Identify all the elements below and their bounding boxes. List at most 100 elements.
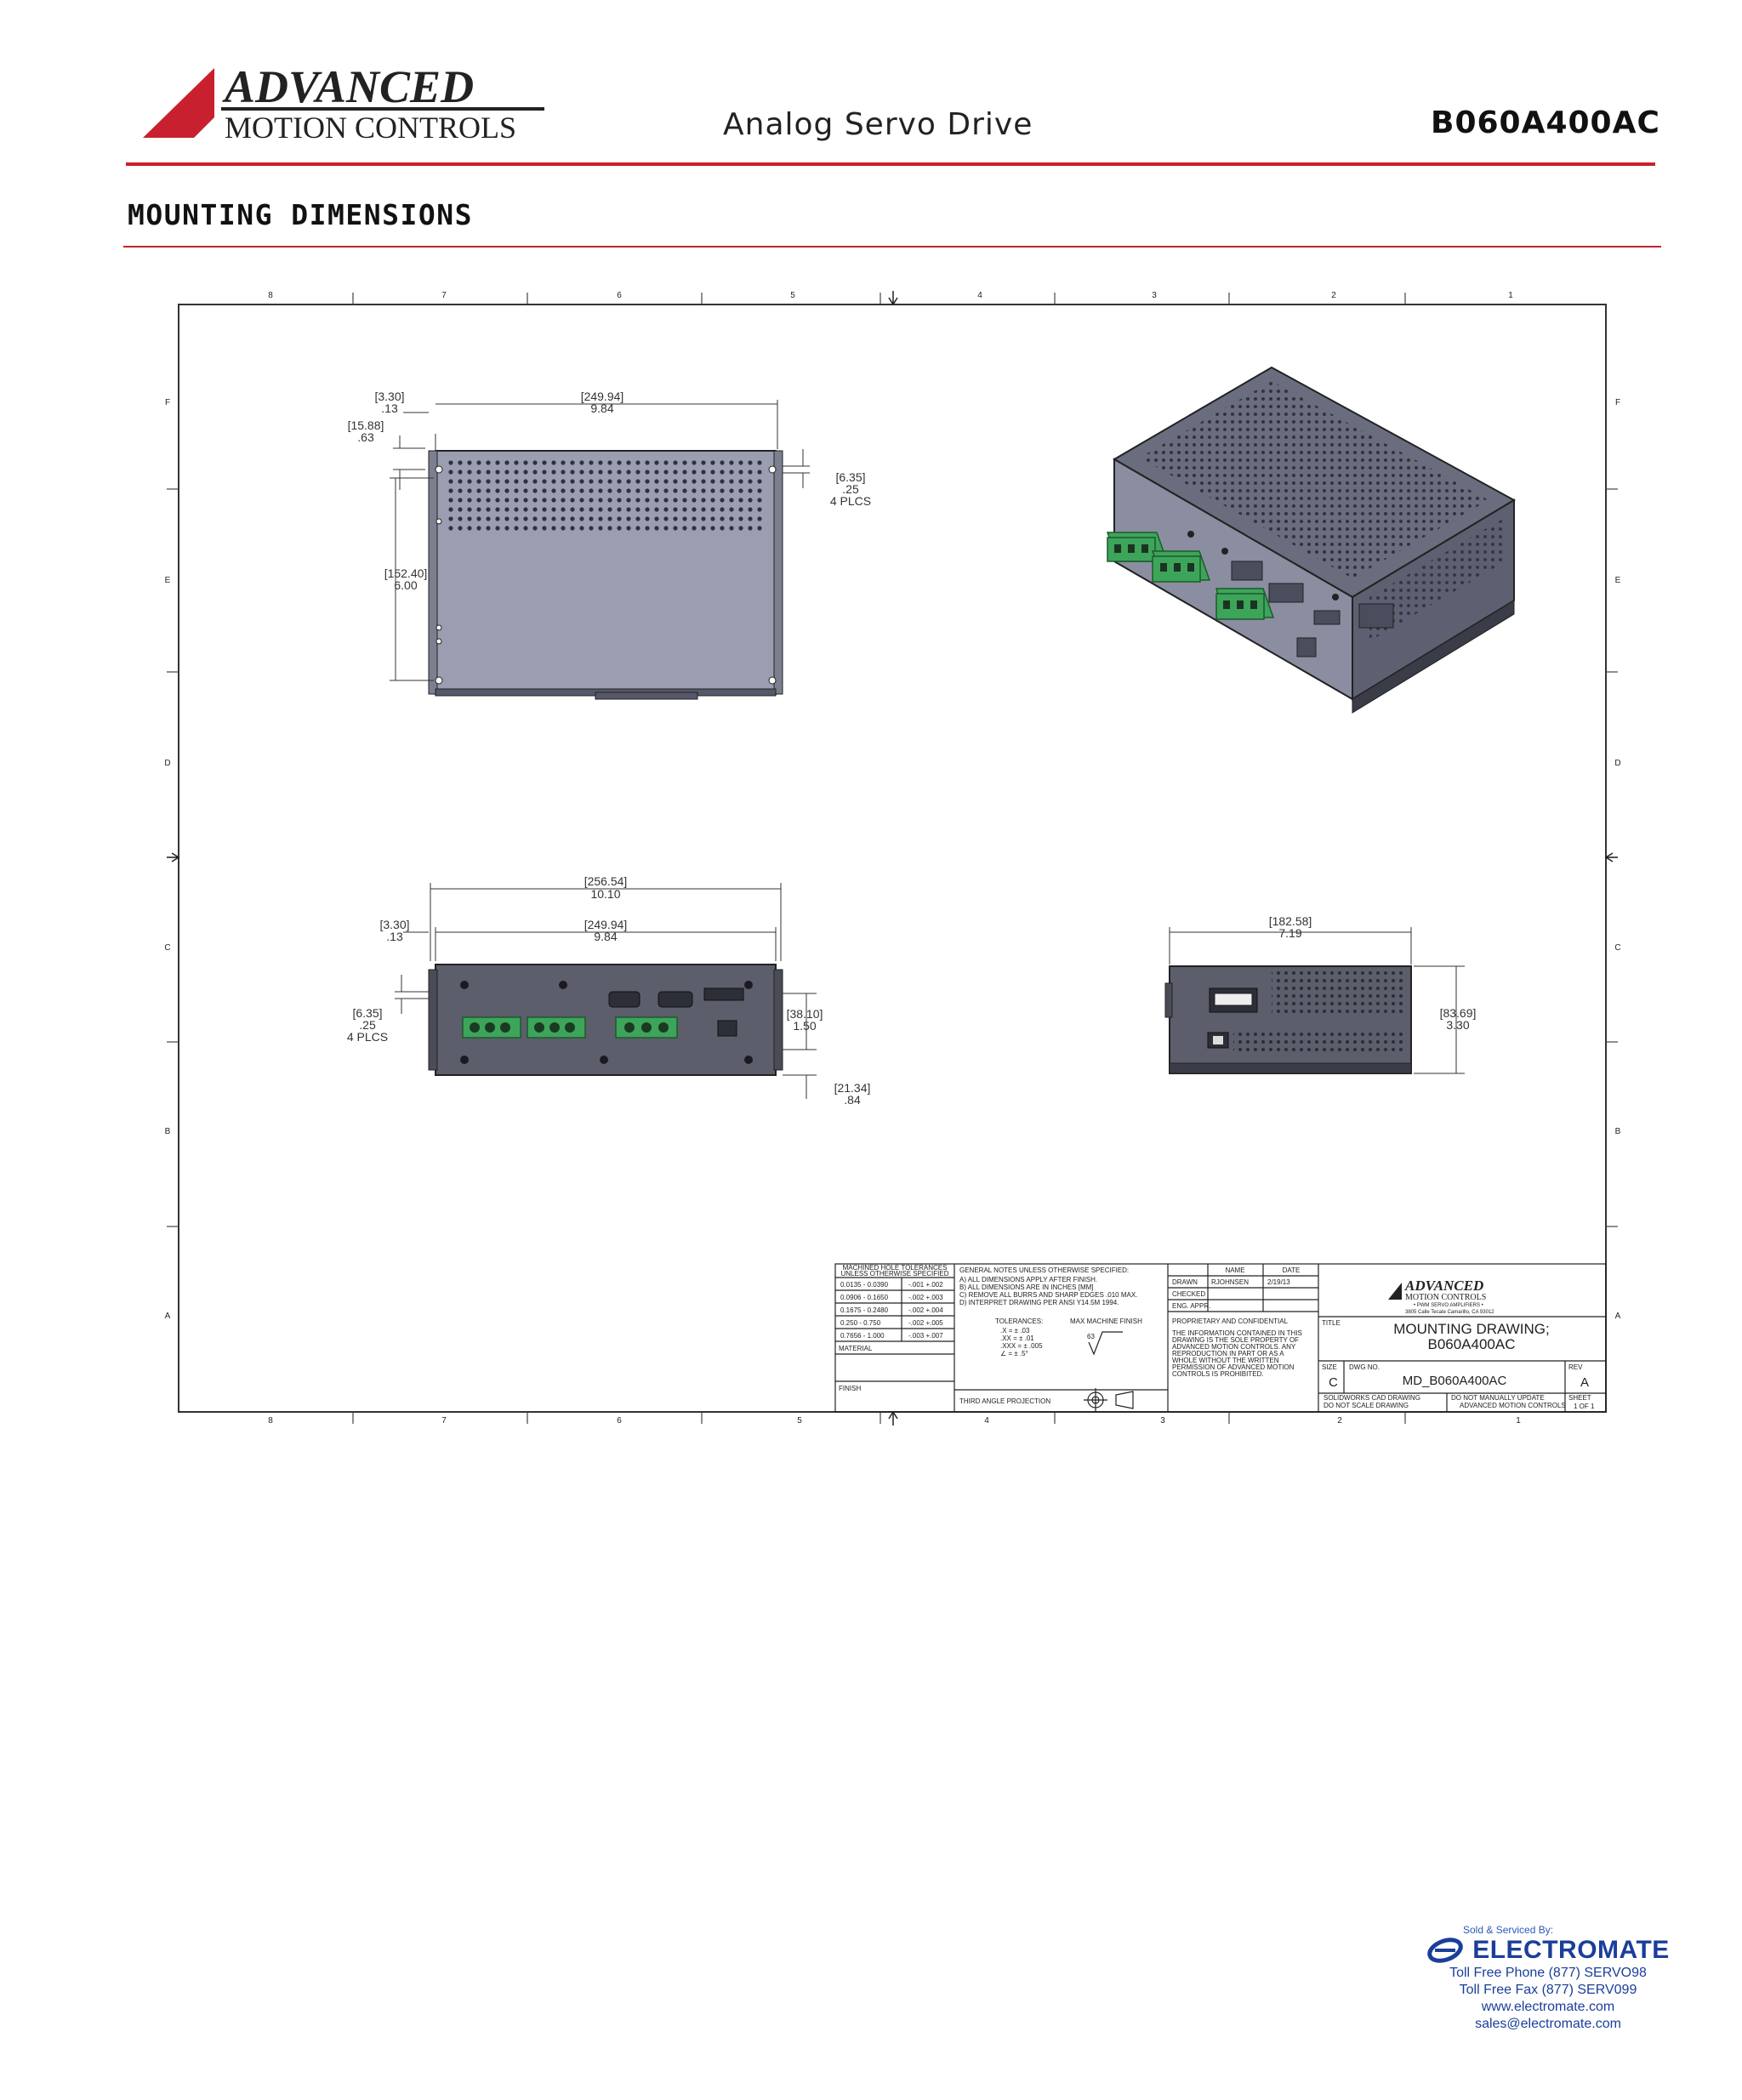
front-dim-1-mm: [256.54] [584,874,628,888]
rev-label: REV [1568,1363,1583,1371]
zone-top-3: 3 [1152,291,1157,300]
zone-right-B: B [1615,1127,1621,1136]
front-dim-5-mm: [38.10] [787,1007,823,1021]
mounting-drawing: 8 7 6 5 4 3 2 1 8 7 6 5 4 3 2 1 F E D C … [164,291,1621,1426]
phone-line: Toll Free Phone (877) SERVO98 [1449,1966,1647,1980]
zone-bottom-5: 5 [797,1416,802,1426]
prop-line-4: REPRODUCTION IN PART OR AS A [1172,1350,1284,1357]
zone-bottom-1: 1 [1516,1416,1521,1426]
name-column: NAME [1225,1266,1244,1274]
tol-row-5-value: -.003 +.007 [908,1332,943,1340]
tb-company-4: 3805 Calle Tecate Camarillo, CA 93012 [1405,1310,1494,1315]
zone-top-2: 2 [1331,291,1336,300]
zone-top-1: 1 [1508,291,1513,300]
document-subtitle: Analog Servo Drive [723,107,1033,142]
tol-xx: .XX = ± .01 [1000,1335,1034,1342]
tb-company-3: • PWM SERVO AMPLIFIERS • [1414,1303,1483,1308]
zone-right-A: A [1615,1312,1621,1321]
tol-xxx: .XXX = ± .005 [1000,1342,1043,1350]
title-label: TITLE [1322,1319,1341,1327]
zone-top-5: 5 [790,291,795,300]
front-dim-1-in: 10.10 [590,887,620,901]
max-finish-label: MAX MACHINE FINISH [1070,1317,1142,1325]
front-dim-4-in: .25 [359,1018,376,1032]
finish-label: FINISH [839,1385,861,1392]
manual-line-2: ADVANCED MOTION CONTROLS [1460,1402,1566,1409]
note-c: C) REMOVE ALL BURRS AND SHARP EDGES .010… [959,1291,1137,1299]
top-dim-2-in: 9.84 [590,401,613,415]
website-link[interactable]: www.electromate.com [1481,2000,1615,2014]
top-dim-4-mm: [6.35] [835,470,865,484]
zone-bottom-6: 6 [617,1416,622,1426]
front-dim-4-mm: [6.35] [352,1006,382,1020]
tol-row-2-range: 0.0906 - 0.1650 [840,1294,889,1301]
zone-right-D: D [1614,759,1620,768]
section-title: MOUNTING DIMENSIONS [128,198,473,231]
checked-label: CHECKED [1172,1290,1205,1298]
section-divider [123,246,1661,248]
tol-row-1-value: -.001 +.002 [908,1281,943,1289]
front-dim-3-in: 9.84 [594,930,617,943]
zone-top-6: 6 [617,291,622,300]
zone-left-D: D [164,759,170,768]
cad-line-2: DO NOT SCALE DRAWING [1324,1402,1409,1409]
top-view: [3.30] .13 [249.94] 9.84 [15.88] .63 [6.… [348,390,871,700]
company-logo: ADVANCED MOTION CONTROLS [143,61,544,145]
note-a: A) ALL DIMENSIONS APPLY AFTER FINISH. [959,1276,1097,1283]
prop-line-5: WHOLE WITHOUT THE WRITTEN [1172,1357,1279,1364]
zone-left-B: B [165,1127,171,1136]
tol-row-4-value: -.002 +.005 [908,1319,943,1327]
prop-line-2: DRAWING IS THE SOLE PROPERTY OF [1172,1336,1299,1344]
manual-line-1: DO NOT MANUALLY UPDATE [1451,1394,1545,1402]
top-dim-2-mm: [249.94] [581,390,624,403]
top-dim-1-in: .13 [381,401,398,415]
side-dim-1-mm: [182.58] [1269,914,1312,928]
zone-left-E: E [165,576,171,585]
prop-line-3: ADVANCED MOTION CONTROLS. ANY [1172,1343,1296,1351]
projection-label: THIRD ANGLE PROJECTION [959,1397,1050,1405]
material-label: MATERIAL [839,1345,873,1352]
brand-name: ELECTROMATE [1472,1936,1670,1964]
tb-size: C [1329,1375,1338,1390]
front-dim-2-in: .13 [386,930,403,943]
front-dim-6-mm: [21.34] [834,1081,871,1095]
note-b: B) ALL DIMENSIONS ARE IN INCHES [MM] [959,1283,1094,1291]
zone-bottom-7: 7 [441,1416,447,1426]
date-column: DATE [1283,1266,1301,1274]
tol-row-2-value: -.002 +.003 [908,1294,943,1301]
tb-rev: A [1580,1375,1589,1390]
side-view: [182.58] 7.19 [83.69] 3.30 [1164,914,1477,1074]
tol-row-1-range: 0.0135 - 0.0390 [840,1281,889,1289]
tb-company-2: MOTION CONTROLS [1405,1293,1486,1302]
zone-top-4: 4 [977,291,982,300]
zone-left-F: F [165,398,170,407]
title-block [834,1263,1607,1413]
drawn-name: RJOHNSEN [1211,1278,1249,1286]
note-d: D) INTERPRET DRAWING PER ANSI Y14.5M 199… [959,1299,1119,1306]
top-dim-3-mm: [15.88] [348,418,384,432]
email-link[interactable]: sales@electromate.com [1475,2017,1621,2031]
front-dim-2-mm: [3.30] [379,918,409,931]
zone-bottom-2: 2 [1337,1416,1342,1426]
prop-line-1: THE INFORMATION CONTAINED IN THIS [1172,1329,1302,1337]
zone-bottom-3: 3 [1160,1416,1165,1426]
fax-line: Toll Free Fax (877) SERV099 [1459,1983,1637,1997]
proprietary-label: PROPRIETARY AND CONFIDENTIAL [1172,1317,1289,1325]
cad-line-1: SOLIDWORKS CAD DRAWING [1324,1394,1420,1402]
tol-header-1: MACHINED HOLE TOLERANCES [843,1264,948,1272]
tol-row-3-value: -.002 +.004 [908,1306,943,1314]
front-dim-3-mm: [249.94] [584,918,628,931]
notes-header: GENERAL NOTES UNLESS OTHERWISE SPECIFIED… [959,1266,1129,1274]
tb-title-1: MOUNTING DRAWING; [1393,1321,1550,1337]
top-dim-1-mm: [3.30] [374,390,404,403]
top-dim-5-in: 6.00 [394,578,417,592]
prop-line-6: PERMISSION OF ADVANCED MOTION [1172,1363,1295,1371]
sheet-value: 1 OF 1 [1574,1403,1595,1410]
electromate-logo: ELECTROMATE [1395,1936,1701,1965]
distributor-footer: Sold & Serviced By: ELECTROMATE Toll Fre… [1395,1924,1701,2033]
top-dim-5-mm: [152.40] [384,566,428,580]
top-dim-3-in: .63 [357,430,374,444]
sheet-label: SHEET [1568,1394,1591,1402]
side-dim-2-mm: [83.69] [1440,1006,1477,1020]
third-angle-projection-icon [1084,1388,1134,1412]
